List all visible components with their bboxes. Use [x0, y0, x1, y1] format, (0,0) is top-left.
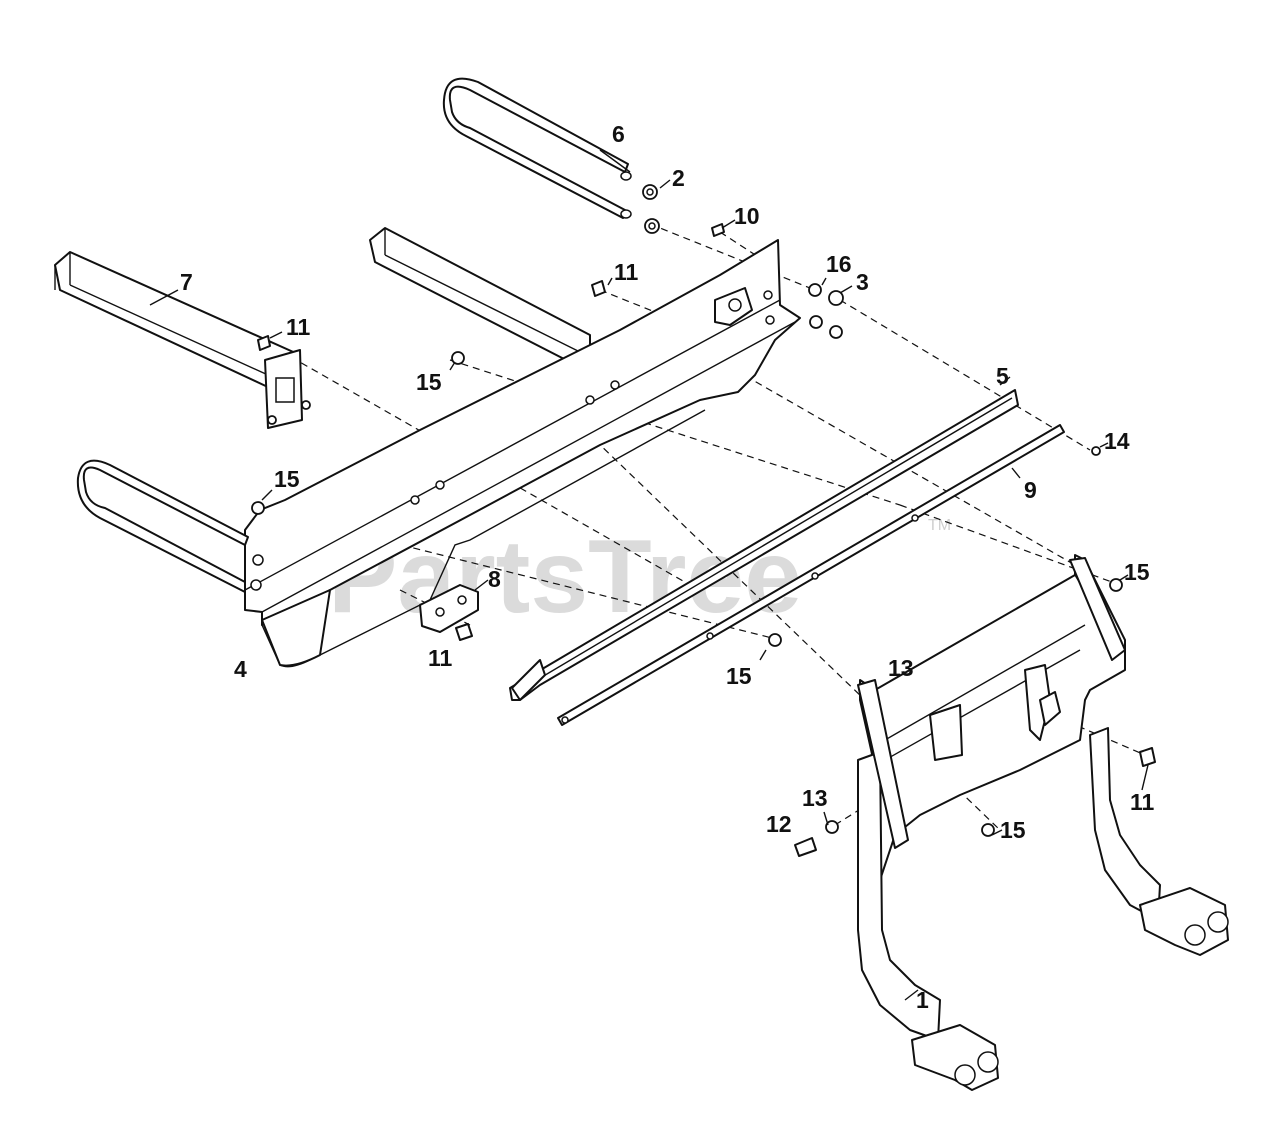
callout-11-bracket: 11 — [428, 645, 453, 671]
callout-9: 9 — [1024, 477, 1037, 503]
bracket — [419, 584, 479, 633]
callout-11-frame: 11 — [1130, 789, 1155, 815]
callout-13-bolt: 13 — [802, 785, 828, 811]
lift-frame-assembly — [857, 554, 1229, 1091]
handle-rod-upper — [442, 77, 632, 219]
callout-2: 2 — [672, 165, 685, 191]
middle-channel-arm — [369, 227, 591, 363]
rear-channel-arm — [54, 251, 311, 429]
callout-6: 6 — [612, 121, 625, 147]
callout-16: 16 — [826, 251, 852, 277]
callout-15-frame: 15 — [1000, 817, 1026, 843]
callout-13-frame: 13 — [888, 655, 914, 681]
main-frame-plate — [244, 239, 801, 668]
callout-1: 1 — [916, 987, 929, 1013]
callout-10: 10 — [734, 203, 760, 229]
handle-rod-lower — [76, 459, 249, 593]
callout-15-left: 15 — [274, 466, 300, 492]
callout-8: 8 — [488, 566, 501, 592]
leader-lines — [149, 149, 1149, 1001]
hardware — [251, 184, 1156, 857]
callout-5: 5 — [996, 363, 1009, 389]
callout-3: 3 — [856, 269, 869, 295]
callout-11-top: 11 — [614, 259, 639, 285]
callout-4: 4 — [234, 656, 247, 682]
callout-11-left: 11 — [286, 314, 311, 340]
callout-7: 7 — [180, 269, 193, 295]
callout-15-right: 15 — [1124, 559, 1150, 585]
callout-12: 12 — [766, 811, 792, 837]
callout-15-strip: 15 — [726, 663, 752, 689]
flat-strip — [557, 424, 1065, 726]
callout-14: 14 — [1104, 428, 1130, 454]
callout-labels: 6 2 10 11 16 3 7 11 15 15 8 11 4 5 14 9 … — [180, 121, 1155, 1013]
angle-strip — [509, 389, 1019, 701]
callout-15-mid: 15 — [416, 369, 442, 395]
